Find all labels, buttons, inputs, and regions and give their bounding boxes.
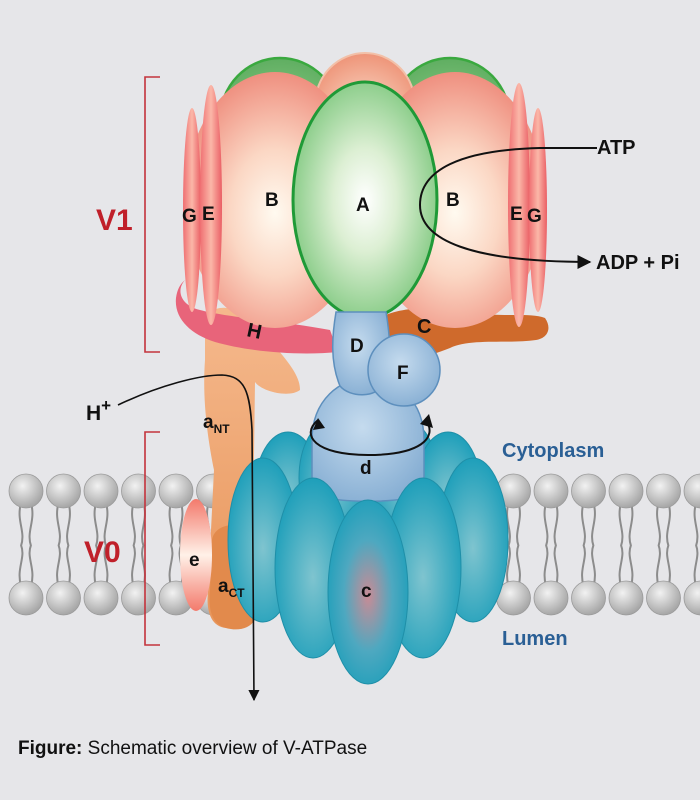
lipid-head [683, 580, 700, 616]
subunit-e-left-stalk [200, 85, 222, 325]
lipid-head [533, 580, 569, 616]
label-subunit-e-left: E [202, 204, 215, 225]
lipid-head [121, 473, 156, 509]
lipid-head [46, 473, 81, 509]
label-v1: V1 [96, 204, 133, 237]
lipid-head [8, 473, 44, 509]
v0-bracket [144, 431, 160, 646]
label-subunit-g-left: G [182, 206, 197, 227]
label-subunit-e-right: E [510, 204, 523, 225]
v1-bracket [144, 76, 160, 353]
label-v0: V0 [84, 536, 121, 569]
lipid-head [533, 473, 569, 509]
lipid-head [608, 580, 644, 616]
label-subunit-a: A [356, 195, 370, 216]
subunit-f [367, 333, 441, 407]
label-subunit-c: C [417, 316, 431, 338]
caption-prefix: Figure: [18, 738, 83, 759]
figure-caption: Figure: Schematic overview of V-ATPase [18, 738, 367, 760]
atp-arrow [418, 147, 597, 269]
rotation-arrow-head [420, 414, 433, 428]
lipid-tails [131, 502, 146, 587]
lipid-tails [93, 502, 109, 587]
label-adp-pi: ADP + Pi [596, 252, 680, 274]
lipid-head [646, 580, 681, 616]
lipid-tails [581, 502, 596, 587]
rotation-arrow [309, 419, 431, 457]
proton-arrow [117, 374, 260, 702]
subunit-e-small [180, 499, 212, 611]
label-subunit-f: F [397, 363, 409, 384]
subunit-h [175, 280, 338, 354]
lipid-tails [693, 502, 699, 587]
lipid-tails [543, 502, 559, 587]
lipid-head [158, 473, 194, 509]
lipid-head [646, 473, 681, 509]
caption-text: Schematic overview of V-ATPase [82, 738, 368, 759]
label-subunit-b-left: B [265, 190, 279, 211]
lipid-head [571, 580, 606, 616]
rotation-arrow-head-left [313, 418, 325, 430]
subunit-g-left-stalk [183, 108, 201, 312]
lipid-head [83, 580, 119, 616]
lipid-head [83, 473, 119, 509]
lipid-tails [506, 502, 521, 587]
label-subunit-e-small: e [189, 550, 200, 571]
label-subunit-a-nt: aNT [203, 412, 230, 436]
lipid-head [683, 473, 700, 509]
subunit-e-right-stalk [508, 83, 530, 327]
lipid-head [46, 580, 81, 616]
label-subunit-g-right: G [527, 206, 542, 227]
label-cytoplasm: Cytoplasm [502, 440, 604, 462]
lipid-tails [656, 502, 671, 587]
label-subunit-d-large: D [350, 336, 364, 357]
label-subunit-b-right: B [446, 190, 460, 211]
lipid-head [608, 473, 644, 509]
label-subunit-a-ct: aCT [218, 576, 245, 600]
lipid-head [121, 580, 156, 616]
lipid-head [8, 580, 44, 616]
lipid-tails [56, 502, 71, 587]
lipid-tails [18, 502, 34, 587]
label-subunit-d-small: d [360, 458, 372, 479]
label-atp: ATP [597, 137, 636, 159]
lipid-tails [618, 502, 634, 587]
label-proton: H+ [86, 396, 111, 425]
label-subunit-c-ring: c [361, 581, 372, 602]
lipid-head [571, 473, 606, 509]
label-lumen: Lumen [502, 628, 568, 650]
c-ring-front [227, 457, 509, 685]
label-subunit-h: H [245, 319, 264, 344]
lipid-tails [168, 502, 184, 587]
